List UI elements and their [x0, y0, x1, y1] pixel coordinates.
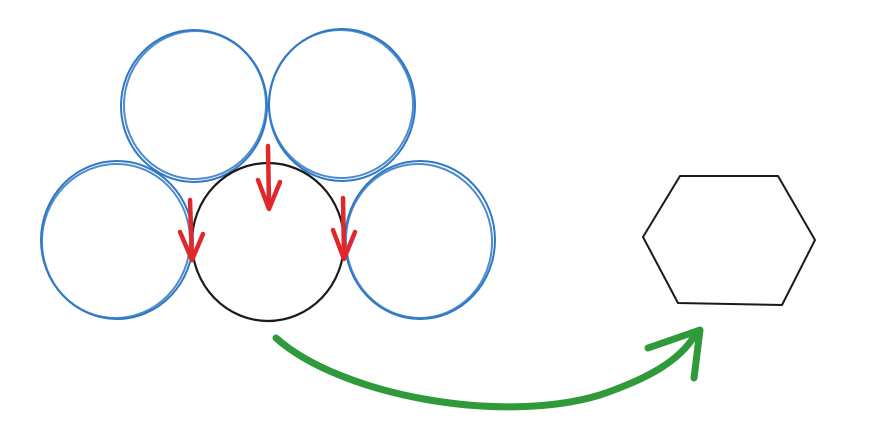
- force-arrow-top: [255, 143, 283, 212]
- transform-arrow: [272, 326, 704, 411]
- top-right-circle: [267, 28, 416, 182]
- force-arrow-right: [330, 195, 358, 262]
- neighbor-circles: [40, 28, 496, 320]
- hexagon-shape: [642, 175, 816, 306]
- force-arrow-left: [177, 197, 206, 263]
- right-circle: [344, 160, 496, 320]
- top-left-circle: [120, 29, 268, 183]
- force-arrows: [177, 143, 358, 263]
- left-circle: [40, 160, 194, 320]
